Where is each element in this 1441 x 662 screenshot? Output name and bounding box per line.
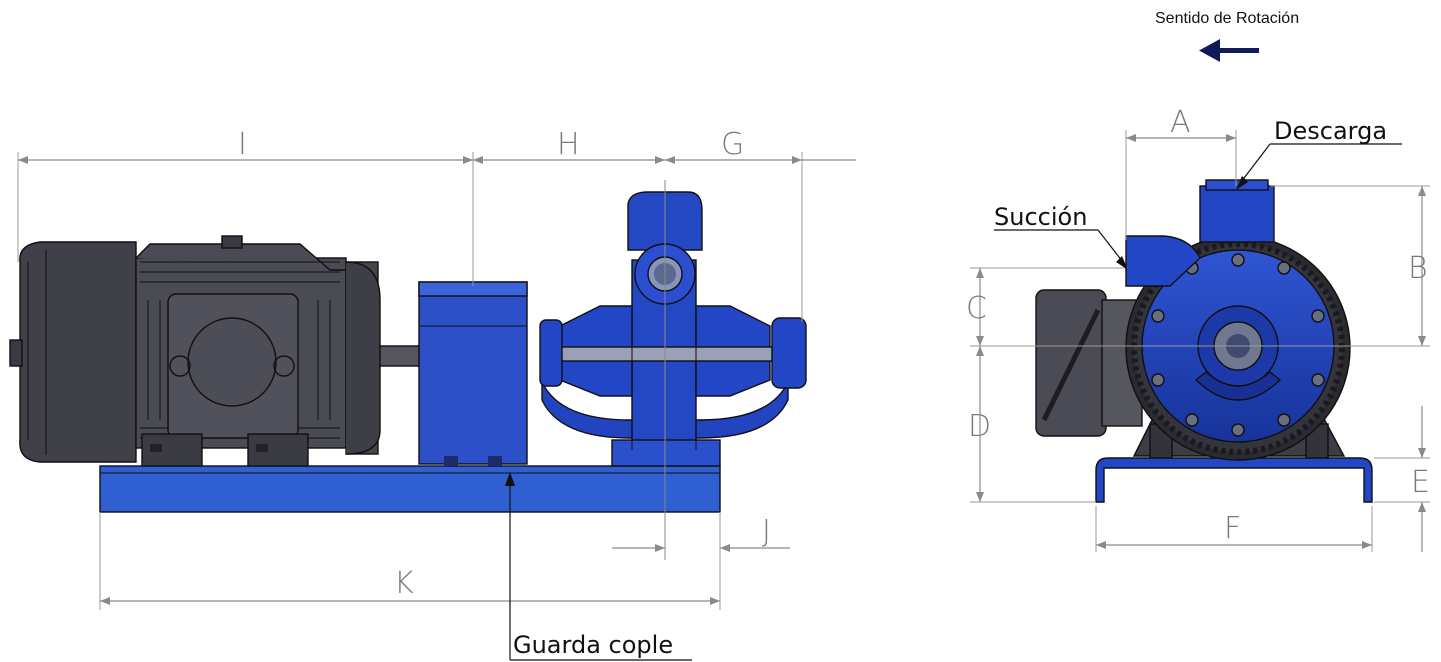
suction-label: Succión (994, 203, 1087, 231)
rotation-arrow-icon (1199, 39, 1259, 62)
dimension-label-i: I (238, 127, 247, 162)
rotation-indicator: Sentido de Rotación (1155, 10, 1299, 62)
dimension-label-f: F (1224, 511, 1241, 546)
suction-callout: Succión (994, 203, 1128, 270)
pump-body (539, 191, 807, 467)
motor-shaft (379, 345, 421, 367)
side-view: I H G J K Guarda cople (9, 127, 856, 661)
suction-nozzle (1125, 235, 1201, 287)
discharge-nozzle (1199, 185, 1275, 243)
discharge-label: Descarga (1274, 117, 1387, 145)
dimension-label-d: D (968, 409, 991, 444)
dimension-label-c: C (966, 291, 987, 326)
coupling-guard-callout: Guarda cople (505, 472, 692, 661)
dimension-label-g: G (721, 127, 744, 162)
discharge-callout: Descarga (1236, 117, 1402, 190)
base-plate (99, 465, 721, 513)
front-view: A B C D E F Descarga Succión (966, 105, 1430, 552)
dimension-label-b: B (1408, 251, 1428, 286)
dimension-label-a: A (1170, 105, 1191, 140)
dimension-label-e: E (1411, 465, 1430, 500)
motor (9, 235, 381, 467)
front-motor-cover (1035, 289, 1143, 437)
front-base (1095, 457, 1373, 503)
rotation-label: Sentido de Rotación (1155, 10, 1299, 27)
dimension-label-h: H (557, 127, 580, 162)
dimension-label-k: K (394, 566, 414, 601)
coupling-guard (418, 281, 528, 466)
dimension-label-j: J (762, 514, 771, 549)
coupling-guard-label: Guarda cople (513, 631, 673, 659)
